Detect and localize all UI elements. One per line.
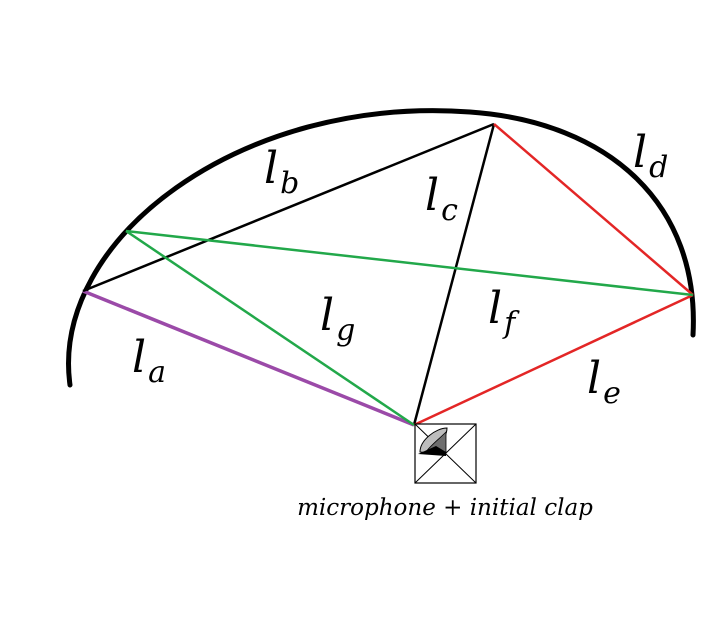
- segment-e: [413, 293, 694, 427]
- label-e: le: [587, 353, 621, 411]
- label-d-sub: d: [649, 150, 668, 185]
- label-b-sub: b: [280, 166, 299, 201]
- segment-g: [125, 229, 415, 427]
- label-d: ld: [633, 127, 668, 185]
- segment-c: [412, 123, 496, 426]
- label-a-letter: l: [132, 332, 146, 383]
- segment-b: [82, 122, 495, 293]
- label-b-letter: l: [264, 143, 278, 194]
- label-b: lb: [264, 143, 299, 201]
- reflecting-wall-arc: [66, 108, 696, 388]
- label-a-sub: a: [148, 355, 166, 390]
- label-e-letter: l: [587, 353, 601, 404]
- label-g: lg: [320, 290, 355, 348]
- label-a: la: [132, 332, 166, 390]
- microphone-icon: [414, 423, 477, 484]
- segment-d: [493, 123, 694, 296]
- label-c-letter: l: [425, 170, 439, 221]
- microphone-caption: microphone + initial clap: [297, 495, 593, 521]
- label-f-letter: l: [488, 283, 502, 334]
- label-f: lf: [488, 283, 520, 341]
- label-c: lc: [425, 170, 458, 228]
- label-c-sub: c: [441, 193, 458, 228]
- label-g-sub: g: [336, 313, 355, 348]
- label-g-letter: l: [320, 290, 334, 341]
- segment-a: [82, 289, 415, 427]
- label-d-letter: l: [633, 127, 647, 178]
- label-e-sub: e: [603, 376, 621, 411]
- segment-f: [125, 229, 694, 297]
- label-f-sub: f: [502, 306, 520, 341]
